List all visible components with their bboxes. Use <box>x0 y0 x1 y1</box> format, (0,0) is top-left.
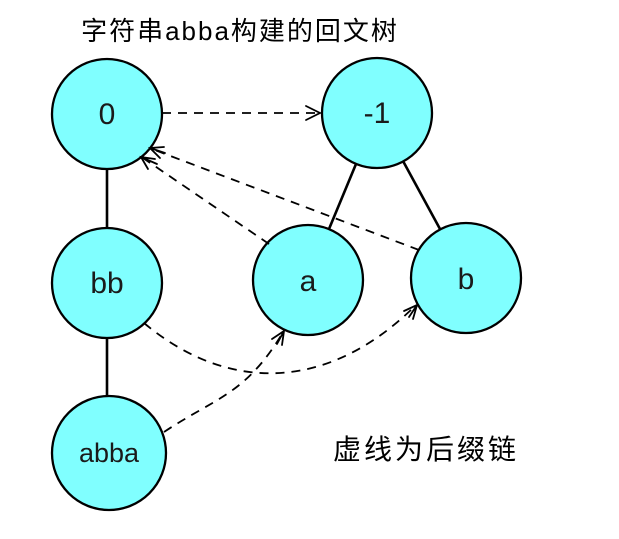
node-b-label: b <box>458 263 475 296</box>
arrowhead-into-a <box>271 329 286 346</box>
node-0-label: 0 <box>99 98 116 131</box>
suffix-link-a-to-0 <box>142 157 270 245</box>
suffix-link-abba-to-a <box>163 333 283 433</box>
legend-suffix-link-note: 虚线为后缀链 <box>333 434 519 465</box>
arrowhead-into-b <box>403 303 419 320</box>
node-abba-circle <box>50 394 168 512</box>
node-abba-label: abba <box>79 438 140 468</box>
node-a-circle <box>251 223 365 337</box>
node-a-label: a <box>300 265 317 298</box>
tree-edge-neg1-b <box>401 160 442 230</box>
suffix-link-bb-to-b <box>143 305 416 375</box>
node-neg1-label: -1 <box>364 97 391 130</box>
arrowhead-a-into-0 <box>139 155 158 170</box>
tree-edge-neg1-a <box>327 163 358 230</box>
arrowhead-into-neg1 <box>305 105 323 121</box>
node-bb-label: bb <box>90 267 123 300</box>
node-b-circle <box>409 221 523 335</box>
arrowhead-b-into-0 <box>147 146 166 159</box>
diagram-title: 字符串abba构建的回文树 <box>81 16 399 46</box>
